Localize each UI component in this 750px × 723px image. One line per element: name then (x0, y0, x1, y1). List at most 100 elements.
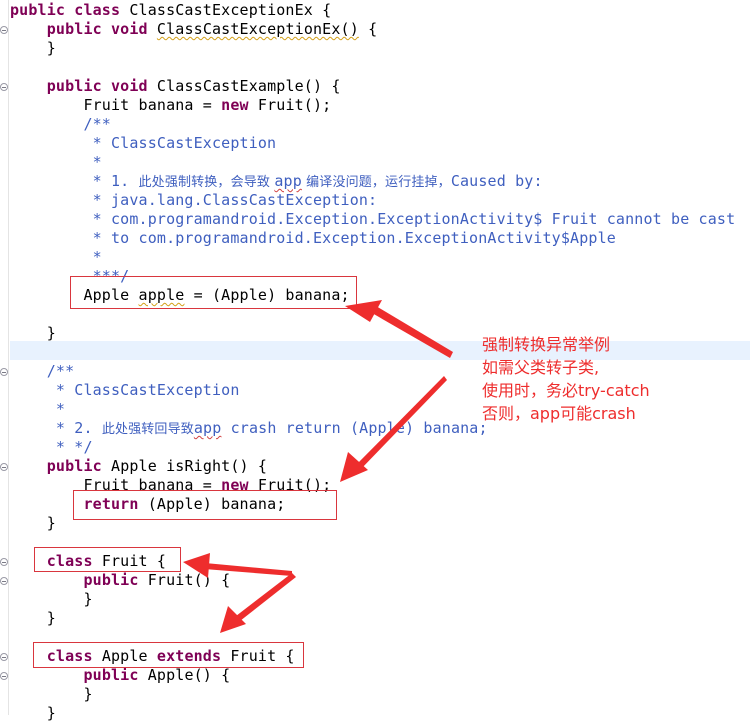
code-line[interactable]: * to com.programandroid.Exception.Except… (10, 229, 616, 248)
comment-token: * ClassCastException (10, 134, 277, 152)
annotation-line: 否则，app可能crash (482, 404, 636, 423)
code-line[interactable]: public Fruit() { (10, 571, 230, 590)
code-token: ClassCastExceptionEx { (120, 1, 332, 19)
keyword-token: return (83, 495, 139, 513)
code-line[interactable]: * com.programandroid.Exception.Exception… (10, 210, 736, 229)
warning-token: ClassCastExceptionEx() (156, 20, 359, 38)
comment-token: /** (10, 362, 75, 380)
code-token: ClassCastExample() { (147, 77, 341, 95)
comment-token: * (10, 248, 102, 266)
keyword-token: public (46, 457, 102, 475)
code-line[interactable]: * ClassCastException (10, 134, 276, 153)
code-line[interactable]: } (10, 609, 56, 628)
fold-collapse-icon[interactable] (0, 83, 8, 91)
annotation-note: 强制转换异常举例 如需父类转子类, 使用时，务必try-catch 否则，app… (482, 333, 650, 425)
highlight-box-class-fruit-declaration (34, 547, 181, 572)
code-token: Fruit banana = (10, 96, 222, 114)
code-line[interactable]: class Apple extends Fruit { (10, 647, 295, 666)
code-line[interactable]: * (10, 400, 65, 419)
comment-token: /** (10, 115, 111, 133)
code-token (10, 457, 47, 475)
keyword-token: new (221, 476, 249, 494)
keyword-token: public void (46, 77, 148, 95)
fold-collapse-icon[interactable] (0, 653, 8, 661)
code-line[interactable]: } (10, 704, 56, 723)
code-line[interactable]: * */ (10, 438, 93, 457)
code-token (10, 571, 83, 589)
code-token: } (10, 324, 56, 342)
comment-token: Caused by: (450, 172, 543, 190)
code-line[interactable]: * (10, 153, 102, 172)
comment-token: * (10, 400, 66, 418)
code-token: Fruit(); (248, 476, 332, 494)
comment-token: * (10, 153, 102, 171)
comment-token: * com.programandroid.Exception.Exception… (10, 210, 736, 228)
code-line[interactable]: /** (10, 115, 111, 134)
annotation-line: 强制转换异常举例 (482, 335, 611, 354)
keyword-token: class (46, 552, 93, 570)
code-token: Fruit banana = (10, 476, 222, 494)
code-token: Apple isRight() { (101, 457, 268, 475)
keyword-token: public void (46, 20, 148, 38)
code-line[interactable]: public Apple() { (10, 666, 230, 685)
code-line[interactable]: Apple apple = (Apple) banana; (10, 286, 350, 305)
fold-ruler (0, 0, 9, 715)
code-token (10, 20, 47, 38)
code-line[interactable]: return (Apple) banana; (10, 495, 285, 514)
keyword-token: class (46, 647, 93, 665)
code-line[interactable]: * 1. 此处强制转换，会导致 app 编译没问题，运行挂掉，Caused by… (10, 172, 543, 191)
comment-token: * 1. (10, 172, 139, 190)
code-line[interactable]: } (10, 39, 56, 58)
code-token: } (10, 685, 93, 703)
warning-token: apple (138, 286, 185, 304)
code-token: Fruit { (221, 647, 295, 665)
code-line[interactable]: public void ClassCastExample() { (10, 77, 341, 96)
code-line[interactable]: /** (10, 362, 74, 381)
fold-collapse-icon[interactable] (0, 26, 8, 34)
spelling-token: app (274, 172, 302, 190)
code-token: = (Apple) banana; (184, 286, 350, 304)
comment-token: 此处强制转换，会导致 (138, 175, 275, 190)
fold-collapse-icon[interactable] (0, 672, 8, 680)
arrow-to-class-apple-icon (220, 573, 296, 633)
code-line[interactable]: } (10, 590, 93, 609)
keyword-token: public (83, 571, 139, 589)
comment-token: * ClassCastException (10, 381, 240, 399)
code-token: } (10, 514, 56, 532)
code-line[interactable]: class Fruit { (10, 552, 166, 571)
spelling-token: app (193, 419, 222, 437)
code-line[interactable]: public class ClassCastExceptionEx { (10, 1, 331, 20)
code-line[interactable]: * 2. 此处强转回导致app crash return (Apple) ban… (10, 419, 488, 438)
code-line[interactable]: Fruit banana = new Fruit(); (10, 96, 331, 115)
highlight-box-class-apple-declaration (33, 642, 304, 668)
code-token: } (10, 39, 56, 57)
fold-collapse-icon[interactable] (0, 368, 8, 376)
keyword-token: extends (156, 647, 222, 665)
code-line[interactable]: * java.lang.ClassCastException: (10, 191, 377, 210)
code-line[interactable]: public void ClassCastExceptionEx() { (10, 20, 377, 39)
code-token: } (10, 590, 93, 608)
code-line[interactable]: } (10, 514, 56, 533)
code-line[interactable]: * (10, 248, 102, 267)
fold-collapse-icon[interactable] (0, 577, 8, 585)
code-token: Fruit { (92, 552, 167, 570)
code-line[interactable]: Fruit banana = new Fruit(); (10, 476, 331, 495)
fold-collapse-icon[interactable] (0, 558, 8, 566)
code-token (10, 77, 47, 95)
code-line[interactable]: } (10, 324, 56, 343)
comment-token: crash return (Apple) banana; (221, 419, 488, 437)
code-token: Apple (92, 647, 157, 665)
fold-collapse-icon[interactable] (0, 463, 8, 471)
code-line[interactable]: public Apple isRight() { (10, 457, 267, 476)
keyword-token: public (83, 666, 139, 684)
highlight-box-cast-statement (70, 276, 357, 309)
code-line[interactable]: } (10, 685, 93, 704)
code-line[interactable]: * ClassCastException (10, 381, 240, 400)
comment-token: * 2. (10, 419, 102, 437)
annotation-line: 使用时，务必try-catch (482, 381, 650, 400)
comment-token: 此处强转回导致 (101, 422, 194, 437)
code-token: (Apple) banana; (138, 495, 286, 513)
comment-token: * java.lang.ClassCastException: (10, 191, 378, 209)
code-token: Fruit() { (138, 571, 231, 589)
